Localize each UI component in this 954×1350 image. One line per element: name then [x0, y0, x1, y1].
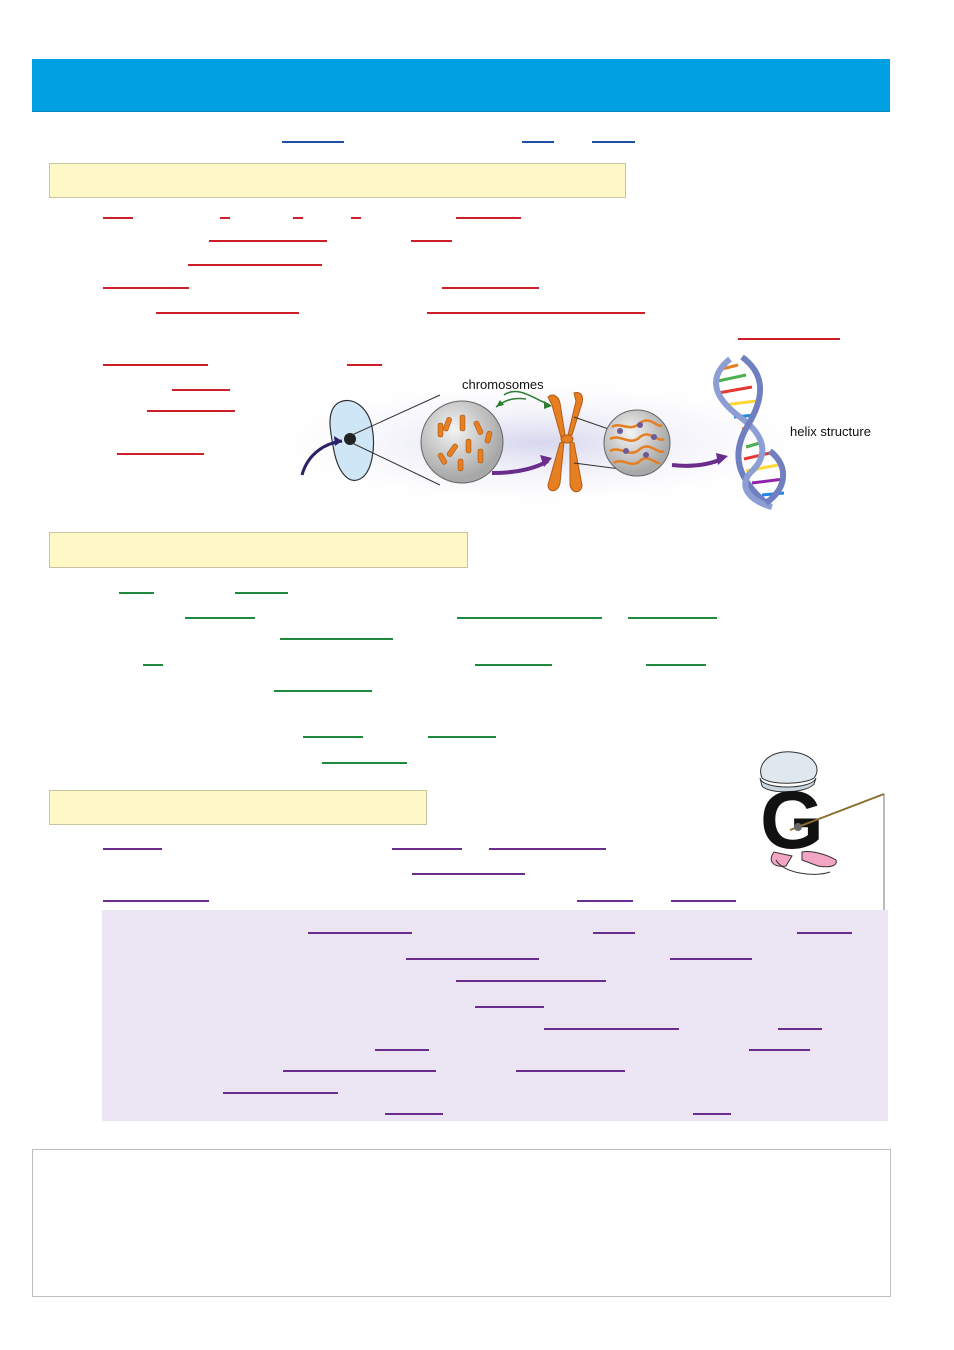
blank-box[interactable] — [456, 980, 606, 982]
blank-box[interactable] — [308, 932, 412, 934]
dna-helix-icon — [713, 354, 787, 510]
chromosomes-label: chromosomes — [462, 377, 544, 392]
blank-box[interactable] — [406, 958, 539, 960]
blank-s3[interactable] — [103, 900, 209, 902]
blank-s2[interactable] — [646, 664, 706, 666]
blank-s3[interactable] — [412, 873, 525, 875]
blank-s1[interactable] — [172, 389, 230, 391]
helix-structure-label: helix structure — [790, 424, 871, 439]
blank-s2[interactable] — [235, 592, 288, 594]
blank-s1[interactable] — [351, 217, 361, 219]
blank-s1[interactable] — [103, 364, 208, 366]
blank-s1[interactable] — [103, 287, 189, 289]
blank-box[interactable] — [693, 1113, 731, 1115]
blank-s1[interactable] — [293, 217, 303, 219]
blank-box[interactable] — [797, 932, 852, 934]
blank-box[interactable] — [516, 1070, 625, 1072]
blank-box[interactable] — [475, 1006, 544, 1008]
blank-s3[interactable] — [671, 900, 736, 902]
blank-s2[interactable] — [303, 736, 363, 738]
blank-s1[interactable] — [147, 410, 235, 412]
blank-s2[interactable] — [119, 592, 154, 594]
blank-s2[interactable] — [628, 617, 717, 619]
blank-s1[interactable] — [156, 312, 299, 314]
blank-s1[interactable] — [117, 453, 204, 455]
bottom-answer-box[interactable] — [32, 1149, 891, 1297]
blank-s3[interactable] — [392, 848, 462, 850]
blank-s3[interactable] — [103, 848, 162, 850]
blank-s3[interactable] — [489, 848, 606, 850]
title-bar — [32, 59, 890, 112]
blank-intro-1[interactable] — [282, 141, 344, 143]
blank-s1[interactable] — [738, 338, 840, 340]
blank-s2[interactable] — [322, 762, 407, 764]
blank-s1[interactable] — [347, 364, 382, 366]
section-3-header — [49, 790, 427, 825]
blank-box[interactable] — [593, 932, 635, 934]
section-2-header — [49, 532, 468, 568]
blank-s1[interactable] — [103, 217, 133, 219]
blank-box[interactable] — [375, 1049, 429, 1051]
blank-s2[interactable] — [280, 638, 393, 640]
blank-s1[interactable] — [427, 312, 645, 314]
blank-s2[interactable] — [428, 736, 496, 738]
blank-box[interactable] — [778, 1028, 822, 1030]
gene-fishing-mascot-icon: G — [759, 751, 886, 916]
blank-s2[interactable] — [457, 617, 602, 619]
blank-s1[interactable] — [188, 264, 322, 266]
blank-intro-3[interactable] — [592, 141, 635, 143]
nucleus-icon — [344, 433, 356, 445]
blank-s2[interactable] — [185, 617, 255, 619]
cell-to-dna-diagram: chromosomes helix structure — [240, 354, 871, 511]
blank-box[interactable] — [283, 1070, 436, 1072]
blank-box[interactable] — [544, 1028, 679, 1030]
cell-icon — [300, 399, 375, 481]
blank-box[interactable] — [385, 1113, 443, 1115]
chromosome-icon — [547, 392, 583, 493]
blank-box[interactable] — [223, 1092, 338, 1094]
blank-box[interactable] — [670, 958, 752, 960]
blank-intro-2[interactable] — [522, 141, 554, 143]
blank-s2[interactable] — [274, 690, 372, 692]
blank-box[interactable] — [749, 1049, 810, 1051]
section-1-header — [49, 163, 626, 198]
blank-s1[interactable] — [209, 240, 327, 242]
blank-s1[interactable] — [456, 217, 521, 219]
blank-s2[interactable] — [475, 664, 552, 666]
blank-s1[interactable] — [442, 287, 539, 289]
lavender-info-box — [102, 910, 888, 1121]
blank-s2[interactable] — [143, 664, 163, 666]
blank-s3[interactable] — [577, 900, 633, 902]
blank-s1[interactable] — [411, 240, 452, 242]
blank-s1[interactable] — [220, 217, 230, 219]
